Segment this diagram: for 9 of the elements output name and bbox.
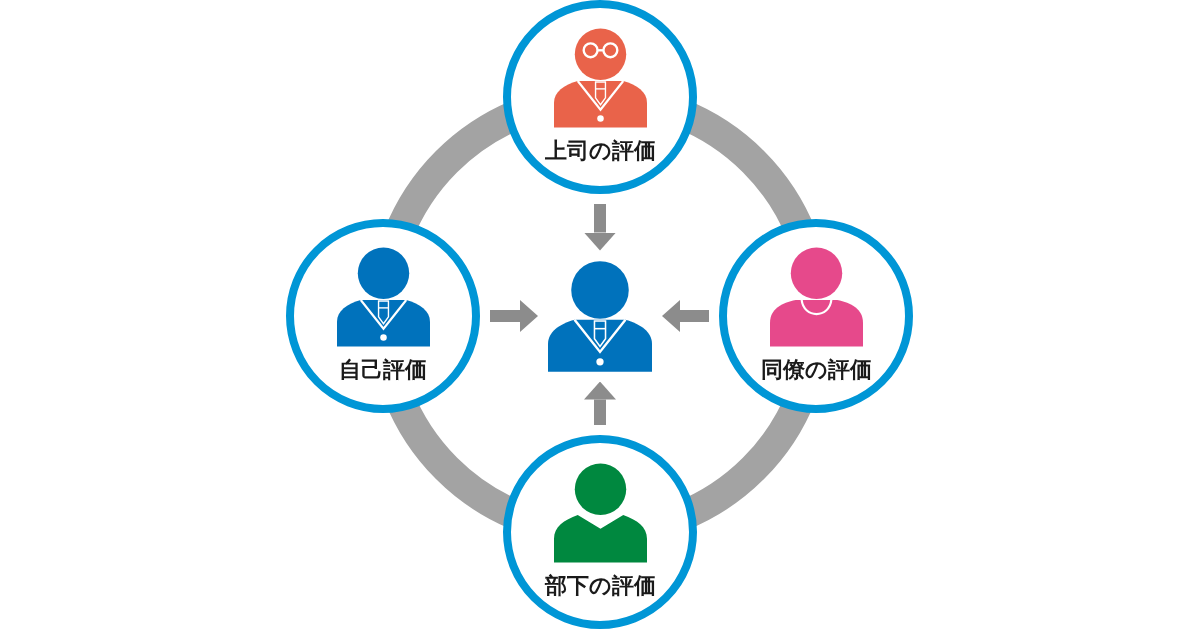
arrow — [584, 204, 616, 251]
arrow — [490, 300, 538, 332]
node-label: 上司の評価 — [544, 140, 656, 162]
arrow — [662, 300, 709, 332]
node-label: 部下の評価 — [544, 575, 656, 597]
person-icon — [548, 260, 652, 372]
arrow — [584, 381, 616, 425]
node-label: 同僚の評価 — [760, 359, 872, 381]
node-label: 自己評価 — [339, 359, 427, 381]
